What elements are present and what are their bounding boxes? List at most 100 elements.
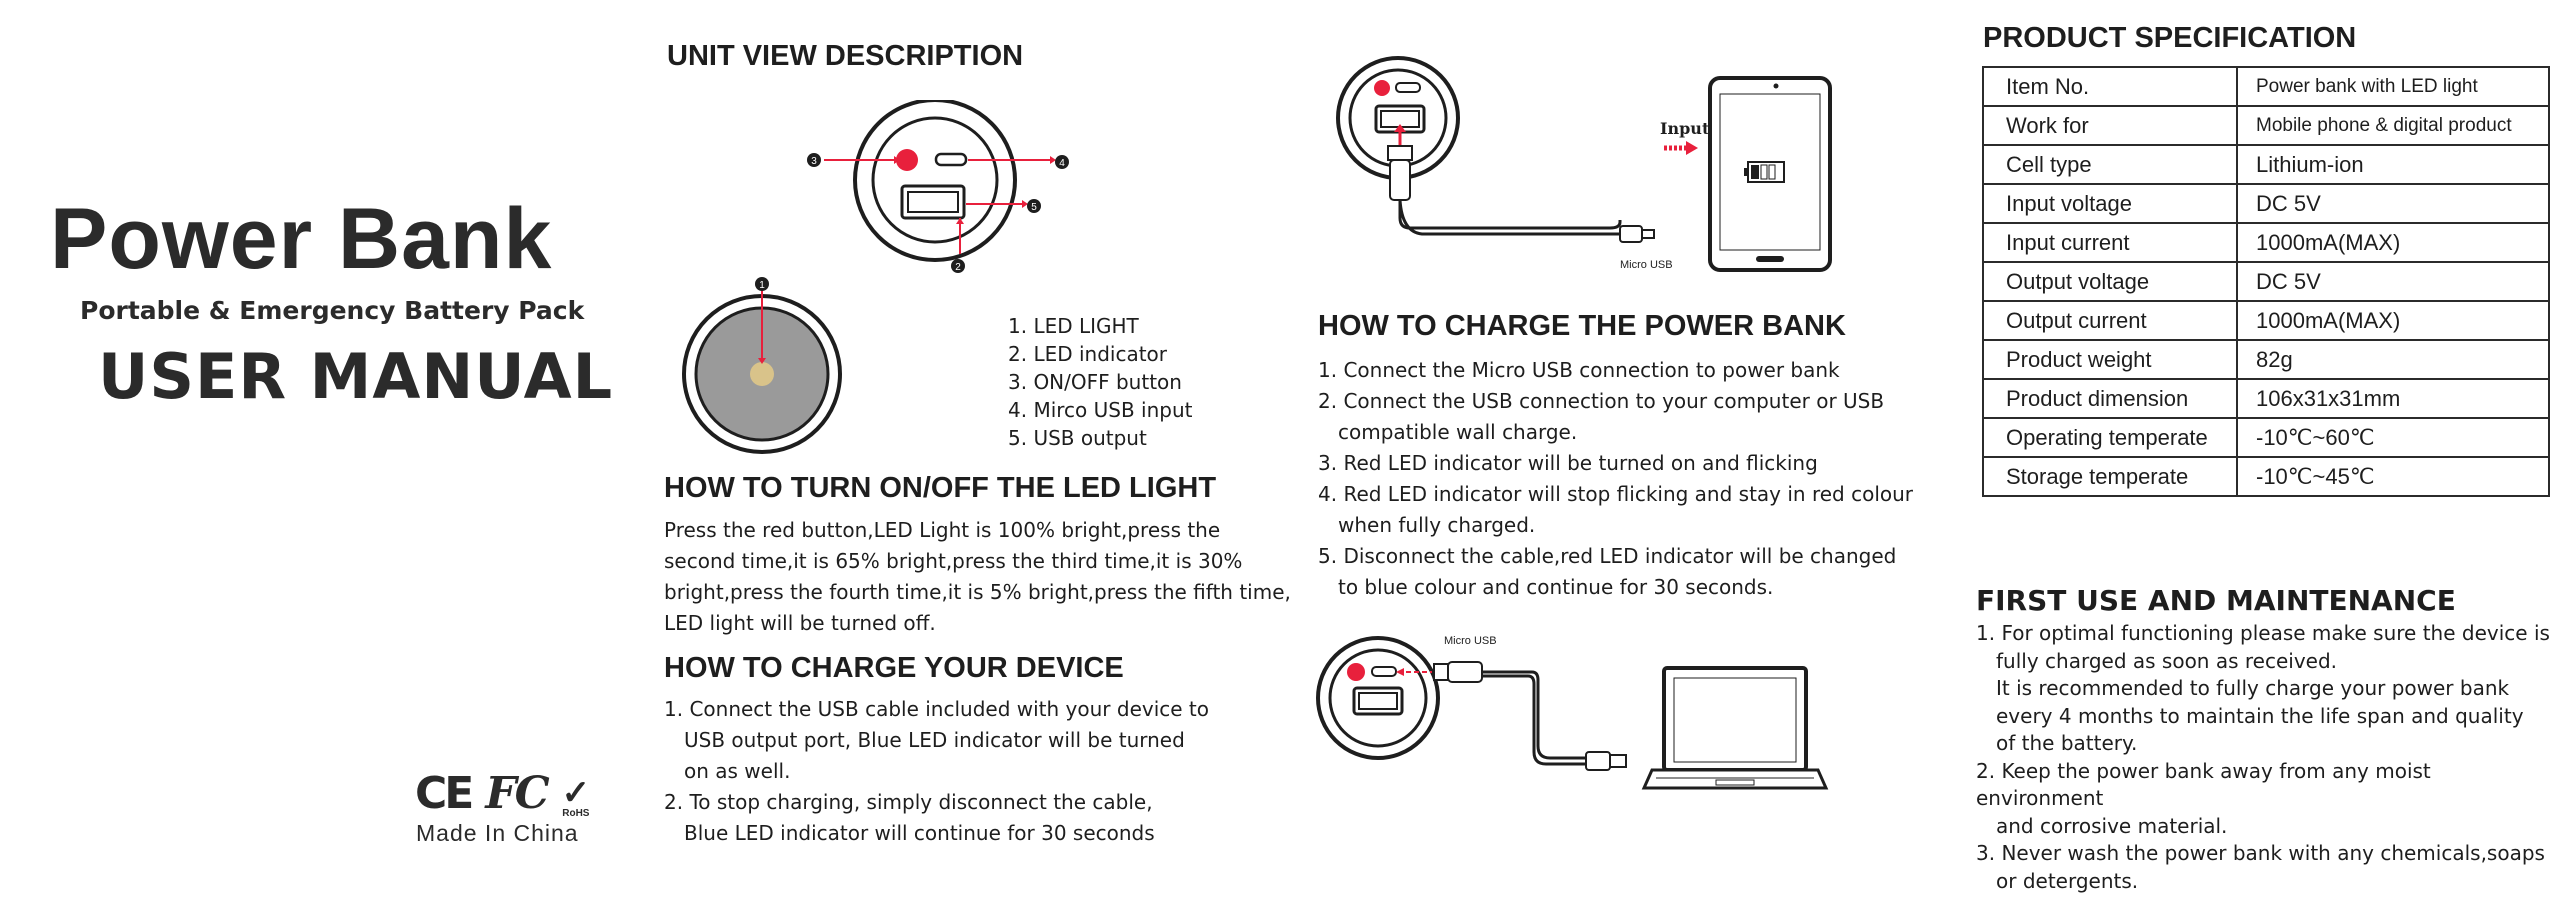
input-label: Input: [1660, 119, 1710, 138]
turn-on-line: bright,press the fourth time,it is 5% br…: [664, 580, 1291, 604]
laptop-icon: [1641, 666, 1829, 790]
charge-bank-line: when fully charged.: [1338, 513, 1536, 537]
red-indicator-dot-bottom: [1347, 663, 1365, 681]
cover-manual-label: USER MANUAL: [98, 340, 614, 413]
maintenance-text: 1. For optimal functioning please make s…: [1976, 620, 2560, 895]
battery-icon: [1744, 161, 1785, 183]
spec-key: Work for: [1982, 105, 2238, 146]
maintenance-line: 2. Keep the power bank away from any moi…: [1976, 758, 2431, 811]
charge-device-line: 1. Connect the USB cable included with y…: [664, 697, 1210, 721]
legend-item: 5. USB output: [1008, 426, 1147, 450]
cover-title: Power Bank: [50, 191, 553, 287]
micro-usb-port: [934, 152, 968, 167]
spec-key: Input voltage: [1982, 183, 2238, 224]
turn-on-line: second time,it is 65% bright,press the t…: [664, 549, 1243, 573]
spec-value: 1000mA(MAX): [2236, 222, 2550, 263]
charge-bank-line: 1. Connect the Micro USB connection to p…: [1318, 358, 1840, 382]
unit-led-view-diagram: 1: [682, 277, 842, 454]
usb-port-inner: [907, 191, 959, 213]
rohs-label: RoHS: [562, 808, 590, 819]
callout-2: 2: [955, 262, 961, 273]
spec-value: Lithium-ion: [2236, 144, 2550, 185]
red-indicator-dot: [1374, 80, 1390, 96]
charge-device-line: USB output port, Blue LED indicator will…: [684, 728, 1185, 752]
spec-heading: PRODUCT SPECIFICATION: [1983, 22, 2357, 54]
charge-bank-line: 3. Red LED indicator will be turned on a…: [1318, 451, 1818, 475]
rohs-mark: ✓ RoHS: [561, 774, 591, 819]
spec-value: Mobile phone & digital product: [2236, 105, 2550, 146]
legend-item: 2. LED indicator: [1008, 342, 1168, 366]
certification-marks: CE FC ✓ RoHS: [415, 768, 590, 819]
spec-key: Input current: [1982, 222, 2238, 263]
table-row: Item No.Power bank with LED light: [1982, 66, 2550, 107]
turn-on-text: Press the red button,LED Light is 100% b…: [664, 515, 1291, 639]
made-in-label: Made In China: [416, 820, 579, 846]
maintenance-line: fully charged as soon as received.: [1996, 648, 2338, 673]
charge-bank-line: 4. Red LED indicator will stop flicking …: [1318, 482, 1914, 506]
maintenance-line: 3. Never wash the power bank with any ch…: [1976, 841, 2545, 865]
turn-on-line: LED light will be turned off.: [664, 611, 936, 635]
maintenance-line: and corrosive material.: [1996, 813, 2228, 838]
micro-usb-label-bottom: Micro USB: [1444, 635, 1497, 647]
legend-item: 4. Mirco USB input: [1008, 398, 1193, 422]
spec-value: DC 5V: [2236, 261, 2550, 302]
charge-bank-text: 1. Connect the Micro USB connection to p…: [1318, 355, 1913, 603]
spec-key: Item No.: [1982, 66, 2238, 107]
unit-top-view-diagram: 3 4 5 2: [807, 100, 1069, 273]
spec-key: Storage temperate: [1982, 456, 2238, 497]
charge-bank-line: compatible wall charge.: [1338, 420, 1578, 444]
spec-value: DC 5V: [2236, 183, 2550, 224]
on-off-button-dot: [896, 149, 918, 171]
spec-key: Product dimension: [1982, 378, 2238, 419]
led-light-dot: [750, 362, 774, 386]
charge-device-line: 2. To stop charging, simply disconnect t…: [664, 790, 1153, 814]
legend-item: 1. LED LIGHT: [1008, 314, 1139, 338]
micro-usb-label-top: Micro USB: [1620, 259, 1673, 271]
maintenance-line: of the battery.: [1996, 731, 2138, 755]
maintenance-line: It is recommended to fully charge your p…: [1996, 676, 2510, 700]
unit-view-heading: UNIT VIEW DESCRIPTION: [667, 40, 1024, 72]
charge-from-laptop-diagram: Micro USB: [1316, 635, 1829, 790]
unit-legend: 1. LED LIGHT 2. LED indicator 3. ON/OFF …: [1008, 312, 1192, 452]
spec-value: 1000mA(MAX): [2236, 300, 2550, 341]
usb-port-outer: [900, 184, 966, 220]
charge-from-phone-diagram: Micro USB Input: [1336, 56, 1832, 272]
spec-key: Output voltage: [1982, 261, 2238, 302]
maintenance-line: every 4 months to maintain the life span…: [1996, 703, 2524, 728]
charge-device-text: 1. Connect the USB cable included with y…: [664, 694, 1209, 849]
spec-key: Operating temperate: [1982, 417, 2238, 458]
spec-value: 106x31x31mm: [2236, 378, 2550, 419]
maintenance-line: 1. For optimal functioning please make s…: [1976, 621, 2550, 645]
check-icon: ✓: [561, 774, 591, 812]
ce-mark: CE: [415, 768, 474, 819]
fc-mark: FC: [485, 768, 549, 819]
spec-key: Product weight: [1982, 339, 2238, 380]
spec-table: Item No.Power bank with LED light Work f…: [1982, 66, 2550, 497]
spec-value: -10℃~45℃: [2236, 456, 2550, 497]
spec-key: Cell type: [1982, 144, 2238, 185]
turn-on-line: Press the red button,LED Light is 100% b…: [664, 518, 1221, 542]
spec-key: Output current: [1982, 300, 2238, 341]
callout-1: 1: [759, 280, 765, 291]
spec-value: 82g: [2236, 339, 2550, 380]
charge-bank-line: to blue colour and continue for 30 secon…: [1338, 575, 1774, 599]
charge-device-line: Blue LED indicator will continue for 30 …: [684, 821, 1155, 845]
charge-device-heading: HOW TO CHARGE YOUR DEVICE: [664, 652, 1124, 684]
legend-item: 3. ON/OFF button: [1008, 370, 1182, 394]
maintenance-line: or detergents.: [1996, 868, 2139, 893]
spec-value: Power bank with LED light: [2236, 66, 2550, 107]
callout-3: 3: [811, 156, 817, 167]
callout-4: 4: [1059, 158, 1065, 169]
maintenance-heading: FIRST USE AND MAINTENANCE: [1976, 584, 2456, 617]
callout-5: 5: [1031, 202, 1037, 213]
turn-on-heading: HOW TO TURN ON/OFF THE LED LIGHT: [664, 472, 1217, 504]
charge-bank-line: 2. Connect the USB connection to your co…: [1318, 389, 1885, 413]
charge-bank-line: 5. Disconnect the cable,red LED indicato…: [1318, 544, 1897, 568]
